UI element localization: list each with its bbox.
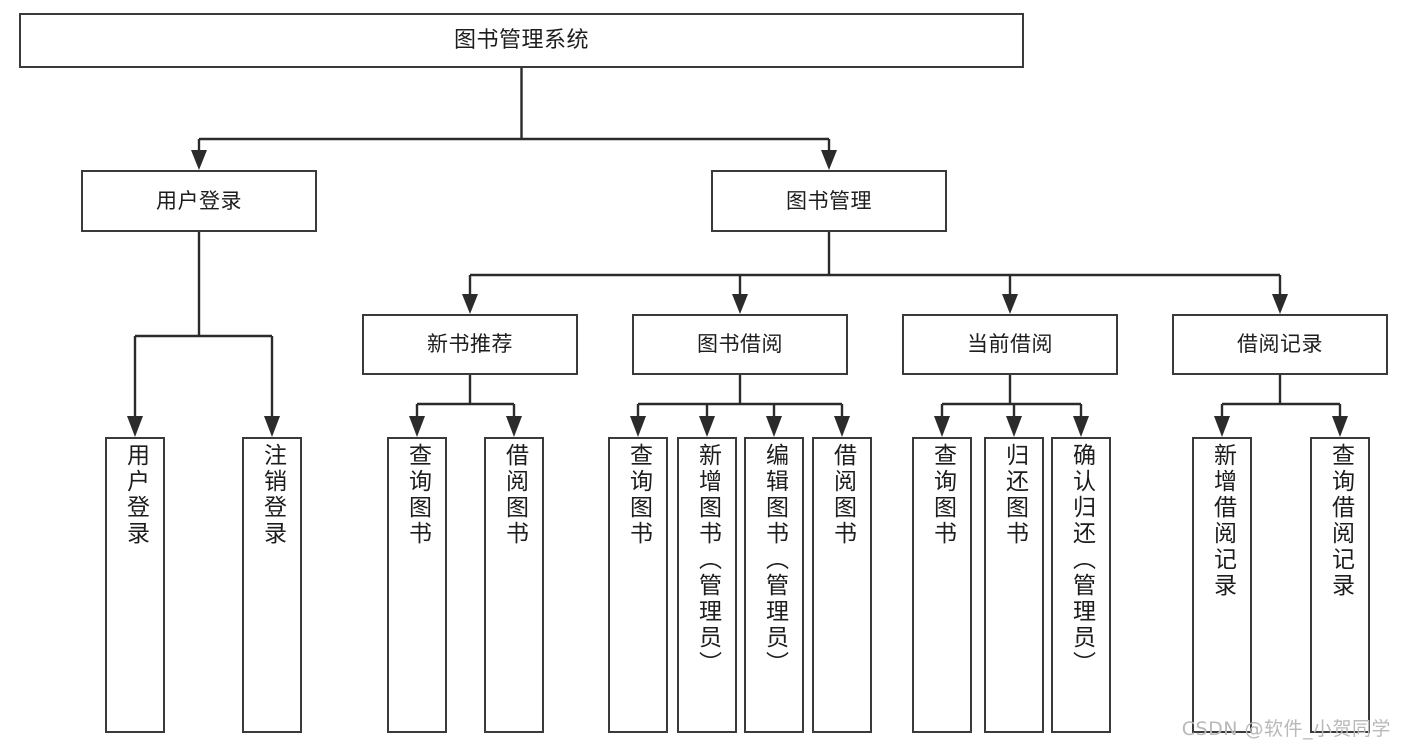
arrow-current-borrow <box>1002 294 1018 314</box>
leaf-borrow-book-recommend-label: 借阅图书 <box>501 443 528 547</box>
root-node-label: 图书管理系统 <box>453 27 589 53</box>
arrow-query-book-current <box>934 416 950 437</box>
node-current-borrow[interactable]: 当前借阅 <box>902 314 1118 375</box>
leaf-confirm-return-admin-label: 确认归还（管理员） <box>1068 443 1095 677</box>
leaf-borrow-book-recommend[interactable]: 借阅图书 <box>484 437 544 733</box>
leaf-query-book-borrow[interactable]: 查询图书 <box>608 437 668 733</box>
arrow-user-login <box>191 150 207 170</box>
arrow-borrow-book-recommend <box>506 416 522 437</box>
node-new-book-recommend[interactable]: 新书推荐 <box>362 314 578 375</box>
leaf-borrow-book-action[interactable]: 借阅图书 <box>812 437 872 733</box>
node-book-borrow[interactable]: 图书借阅 <box>632 314 848 375</box>
arrow-new-book-recommend <box>462 294 478 314</box>
root-node-book-management-system[interactable]: 图书管理系统 <box>19 13 1024 68</box>
arrow-user-logout-action <box>264 416 280 437</box>
leaf-query-book-borrow-label: 查询图书 <box>625 443 652 547</box>
node-book-borrow-label: 图书借阅 <box>697 332 783 357</box>
arrow-query-book-borrow <box>630 416 646 437</box>
arrow-add-borrow-record <box>1214 416 1230 437</box>
node-borrow-record-label: 借阅记录 <box>1237 332 1323 357</box>
watermark: CSDN @软件_小贺同学 <box>1181 718 1391 740</box>
leaf-user-login-action-label: 用户登录 <box>122 443 149 547</box>
node-borrow-record[interactable]: 借阅记录 <box>1172 314 1388 375</box>
leaf-edit-book-admin[interactable]: 编辑图书（管理员） <box>744 437 804 733</box>
leaf-add-borrow-record[interactable]: 新增借阅记录 <box>1192 437 1252 733</box>
arrow-return-book <box>1006 416 1022 437</box>
node-current-borrow-label: 当前借阅 <box>967 332 1053 357</box>
arrow-book-management <box>821 150 837 170</box>
arrow-edit-book-admin <box>766 416 782 437</box>
leaf-return-book-label: 归还图书 <box>1001 443 1028 547</box>
arrow-confirm-return-admin <box>1073 416 1089 437</box>
leaf-query-book-current-label: 查询图书 <box>929 443 956 547</box>
leaf-borrow-book-action-label: 借阅图书 <box>829 443 856 547</box>
leaf-add-book-admin-label: 新增图书（管理员） <box>694 443 721 677</box>
arrow-book-borrow <box>732 294 748 314</box>
leaf-user-logout-action[interactable]: 注销登录 <box>242 437 302 733</box>
node-new-book-recommend-label: 新书推荐 <box>427 332 513 357</box>
node-user-login[interactable]: 用户登录 <box>81 170 317 232</box>
leaf-query-book-current[interactable]: 查询图书 <box>912 437 972 733</box>
leaf-confirm-return-admin[interactable]: 确认归还（管理员） <box>1051 437 1111 733</box>
leaf-add-borrow-record-label: 新增借阅记录 <box>1209 443 1236 599</box>
leaf-return-book[interactable]: 归还图书 <box>984 437 1044 733</box>
arrow-borrow-book-action <box>834 416 850 437</box>
arrow-query-book-recommend <box>409 416 425 437</box>
arrow-user-login-action <box>127 416 143 437</box>
leaf-query-book-recommend-label: 查询图书 <box>404 443 431 547</box>
leaf-query-borrow-record-label: 查询借阅记录 <box>1327 443 1354 599</box>
node-book-management-label: 图书管理 <box>786 188 872 213</box>
leaf-add-book-admin[interactable]: 新增图书（管理员） <box>677 437 737 733</box>
leaf-edit-book-admin-label: 编辑图书（管理员） <box>761 443 788 677</box>
arrow-query-borrow-record <box>1332 416 1348 437</box>
arrow-borrow-record <box>1272 294 1288 314</box>
node-user-login-label: 用户登录 <box>156 188 242 213</box>
arrow-add-book-admin <box>699 416 715 437</box>
leaf-query-book-recommend[interactable]: 查询图书 <box>387 437 447 733</box>
leaf-user-logout-action-label: 注销登录 <box>259 443 286 547</box>
leaf-query-borrow-record[interactable]: 查询借阅记录 <box>1310 437 1370 733</box>
node-book-management[interactable]: 图书管理 <box>711 170 947 232</box>
leaf-user-login-action[interactable]: 用户登录 <box>105 437 165 733</box>
